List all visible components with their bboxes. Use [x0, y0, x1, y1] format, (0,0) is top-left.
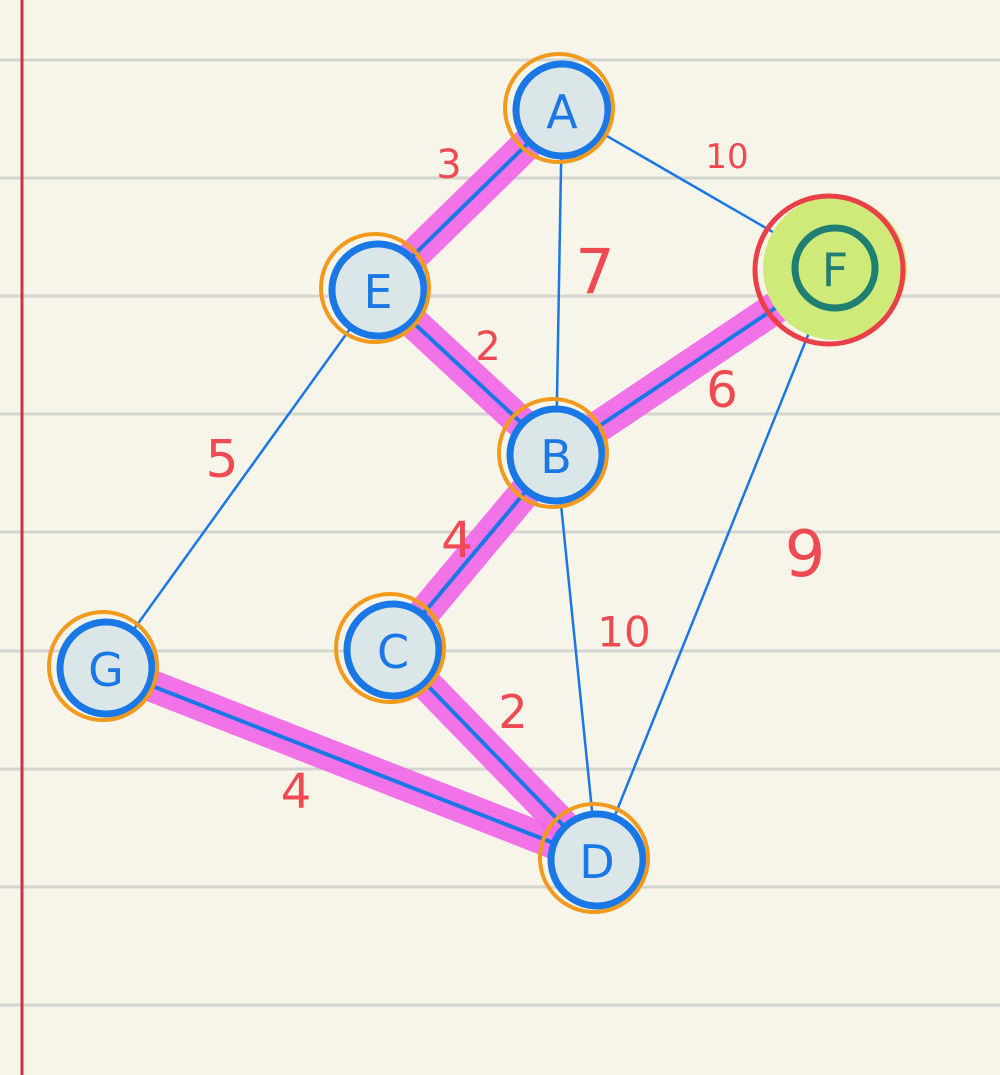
- weight-label-a-f: 10: [705, 137, 748, 177]
- weight-label-e-b: 2: [475, 324, 500, 370]
- node-label-c: C: [377, 625, 409, 679]
- visited-ring: [334, 592, 446, 704]
- edge-b-d: [554, 454, 599, 861]
- weight-label-a-e: 3: [436, 142, 461, 188]
- node-circle: [512, 60, 612, 160]
- visited-ring: [497, 397, 609, 509]
- node-b: B: [497, 397, 609, 509]
- node-label-g: G: [88, 643, 124, 697]
- edge-g-d: [105, 666, 598, 862]
- node-f: F: [752, 193, 907, 347]
- node-circle: [547, 810, 647, 910]
- visited-ring: [503, 52, 615, 164]
- weight-label-e-g: 5: [205, 430, 238, 490]
- node-circle: [506, 405, 606, 505]
- weight-label-c-d: 2: [498, 685, 527, 739]
- edge-f-d: [595, 267, 837, 861]
- edge-e-g: [104, 289, 380, 669]
- visited-ring: [319, 232, 431, 344]
- node-circle: [328, 240, 428, 340]
- nodes-layer: A E F B C G D: [47, 52, 907, 914]
- node-circle: [56, 618, 156, 718]
- node-circle: [343, 600, 443, 700]
- node-label-f: F: [822, 243, 848, 297]
- edge-weights-layer: 3 10 7 2 5 6 4 10 9 2 4: [205, 137, 825, 820]
- weight-label-b-f: 6: [706, 361, 738, 419]
- node-label-d: D: [579, 835, 614, 889]
- node-circle: [791, 224, 879, 312]
- visited-ring: [47, 610, 159, 722]
- node-g: G: [47, 610, 159, 722]
- weight-label-b-d: 10: [597, 608, 650, 657]
- weight-label-a-b: 7: [575, 236, 614, 309]
- node-label-e: E: [363, 265, 392, 319]
- node-e: E: [319, 232, 431, 344]
- weight-label-b-c: 4: [441, 511, 473, 569]
- node-d: D: [538, 802, 650, 914]
- visited-ring: [538, 802, 650, 914]
- node-label-a: A: [546, 85, 578, 139]
- weight-label-f-d: 9: [785, 518, 826, 592]
- node-c: C: [334, 592, 446, 704]
- node-a: A: [503, 52, 615, 164]
- node-label-b: B: [540, 430, 572, 484]
- weight-label-g-d: 4: [281, 764, 312, 820]
- current-node-ring: [752, 193, 906, 347]
